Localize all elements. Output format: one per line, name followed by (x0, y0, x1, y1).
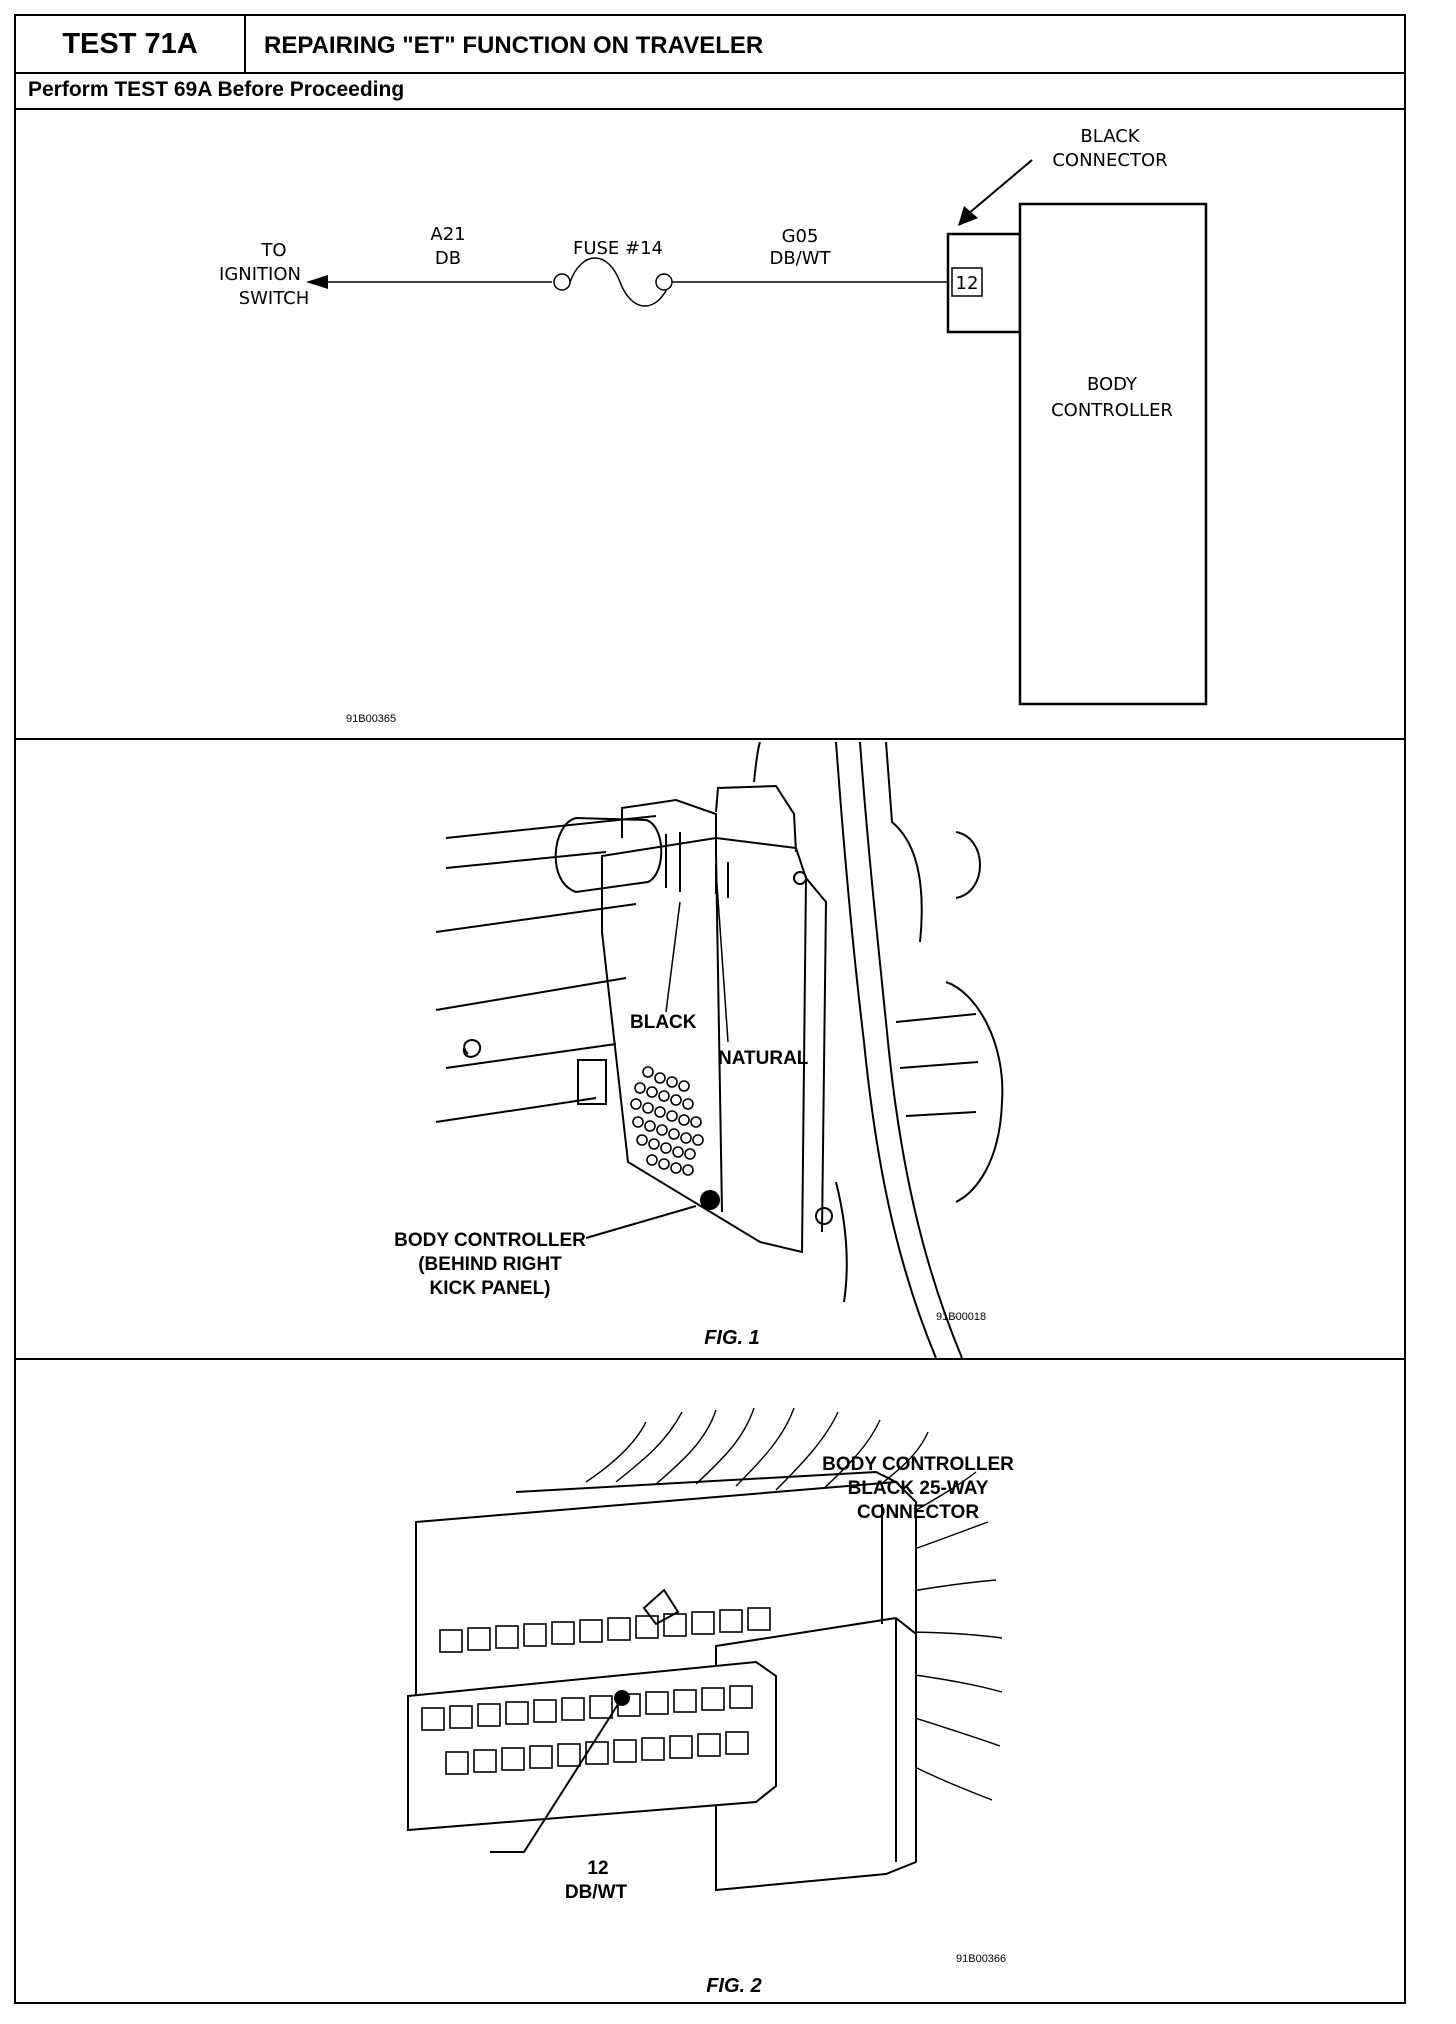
pin-12-leader (490, 1697, 623, 1853)
prerequisite-text: Perform TEST 69A Before Proceeding (28, 78, 405, 101)
fig2-cavities-bottom (421, 1685, 753, 1775)
connector-arrow-icon (958, 206, 978, 226)
fig1-linework (435, 742, 1004, 1358)
wire-right-color: DB/WT (769, 248, 831, 269)
callout-line-3: KICK PANEL) (429, 1278, 550, 1299)
pin-number: 12 (956, 273, 979, 294)
fig2-title-line-1: BODY CONTROLLER (822, 1454, 1014, 1475)
test-title: REPAIRING "ET" FUNCTION ON TRAVELER (264, 32, 764, 59)
fig1-panel: BLACK NATURAL BODY CONTROLLER (BEHIND RI… (16, 742, 1404, 1360)
fig2-pin-number: 12 (587, 1858, 608, 1879)
fig2-title-line-3: CONNECTOR (857, 1502, 979, 1523)
fig1-vent-holes (630, 1066, 704, 1176)
wire-right-code: G05 (782, 226, 819, 247)
prerequisite-row: Perform TEST 69A Before Proceeding (16, 72, 1404, 110)
fig1-illustration: BLACK NATURAL BODY CONTROLLER (BEHIND RI… (394, 742, 1004, 1358)
fuse-terminal-right (655, 273, 673, 291)
schematic-panel: 12 TO IGNITION SWITCH A21 DB FUSE #14 G0… (16, 110, 1404, 740)
body-controller-box (1018, 202, 1208, 706)
fuse-terminal-left (553, 273, 571, 291)
connector-label-2: CONNECTOR (1052, 150, 1167, 171)
black-leader (665, 901, 681, 1013)
callout-line-2: (BEHIND RIGHT (418, 1254, 562, 1275)
module-label-2: CONTROLLER (1051, 400, 1173, 421)
fig2-cavities-top (439, 1607, 771, 1653)
dest-line-1: TO (260, 240, 286, 261)
fig2-illustration: BODY CONTROLLER BLACK 25-WAY CONNECTOR 1… (407, 1407, 1014, 1997)
fig2-housing (407, 1470, 917, 1892)
fig2-wire-color: DB/WT (565, 1882, 628, 1903)
fig2-title-line-2: BLACK 25-WAY (848, 1478, 989, 1499)
module-marker-dot (700, 1190, 720, 1210)
fig2-wire-bundle (585, 1407, 1003, 1801)
header-row: TEST 71A REPAIRING "ET" FUNCTION ON TRAV… (16, 16, 1404, 74)
natural-leader (715, 869, 729, 1043)
arrow-to-ignition-icon (306, 275, 328, 289)
label-black: BLACK (630, 1012, 697, 1033)
wire-left-code: A21 (430, 224, 465, 245)
fig2-caption: FIG. 2 (706, 1975, 762, 1997)
module-label-1: BODY (1087, 374, 1138, 395)
fig1-code: 91B00018 (936, 1311, 986, 1323)
fig2-panel: BODY CONTROLLER BLACK 25-WAY CONNECTOR 1… (16, 1362, 1404, 2002)
schematic-diagram: 12 TO IGNITION SWITCH A21 DB FUSE #14 G0… (219, 126, 1208, 725)
fig1-caption: FIG. 1 (704, 1327, 760, 1349)
dest-line-2: IGNITION (219, 264, 301, 285)
label-natural: NATURAL (718, 1048, 809, 1069)
wire-left-color: DB (435, 248, 461, 269)
page-frame: TEST 71A REPAIRING "ET" FUNCTION ON TRAV… (14, 14, 1406, 2004)
callout-line-1: BODY CONTROLLER (394, 1230, 586, 1251)
fig2-code: 91B00366 (956, 1953, 1006, 1965)
fuse-label: FUSE #14 (573, 238, 663, 259)
fuse-symbol-icon (569, 257, 671, 307)
callout-leader (585, 1205, 697, 1239)
test-id: TEST 71A (16, 16, 246, 72)
dest-line-3: SWITCH (239, 288, 310, 309)
pin-box (951, 267, 983, 297)
connector-label-1: BLACK (1080, 126, 1140, 147)
connector-leader (967, 159, 1033, 215)
schematic-code: 91B00365 (346, 713, 396, 725)
